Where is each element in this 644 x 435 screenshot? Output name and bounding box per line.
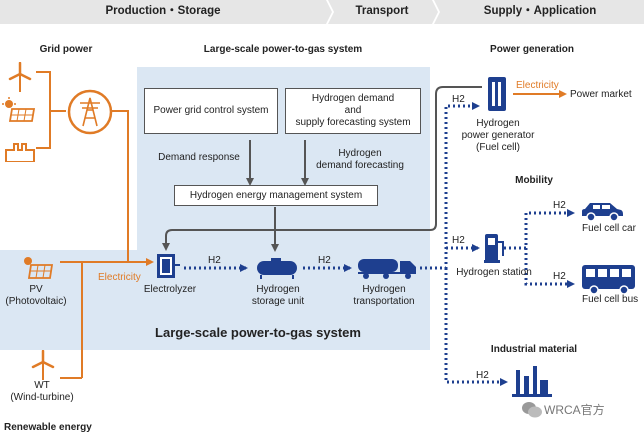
wt-label: WT (Wind-turbine) (10, 380, 74, 403)
renewable-panel (0, 250, 137, 350)
h2-label-generator: H2 (452, 94, 465, 105)
header-transport: Transport (355, 5, 409, 17)
electricity-label: Electricity (98, 272, 141, 283)
electricity-generator-label: Electricity (516, 80, 559, 91)
management-system-box: Hydrogen energy management system (174, 185, 378, 206)
management-system-label: Hydrogen energy management system (189, 189, 363, 201)
fuel-cell-car-icon (582, 203, 623, 222)
header-production-storage: Production・Storage (105, 5, 221, 17)
wind-turbine-icon (31, 350, 55, 380)
tanker-truck-icon (358, 259, 416, 279)
industrial-plant-icon (512, 366, 552, 397)
storage-tank-icon (257, 258, 297, 279)
renewable-energy-label: Renewable energy (4, 422, 92, 433)
power-market-label: Power market (570, 89, 632, 100)
transportation-label: Hydrogen transportation (353, 284, 415, 307)
header-supply-application: Supply・Application (483, 5, 597, 17)
hydrogen-station-icon (484, 234, 504, 263)
fuel-cell-bus-label: Fuel cell bus (582, 294, 639, 305)
system-title-top: Large-scale power-to-gas system (203, 44, 363, 55)
pv-panel-icon (24, 257, 54, 279)
factory-icon (5, 143, 35, 162)
forecasting-system-box: Hydrogen demand and supply forecasting s… (285, 88, 421, 134)
h2-label-bus: H2 (553, 271, 566, 282)
electrolyzer-icon (157, 254, 180, 278)
fuel-cell-car-label: Fuel cell car (582, 223, 636, 234)
power-grid-control-box: Power grid control system (144, 88, 278, 134)
storage-label: Hydrogen storage unit (251, 284, 305, 307)
power-generation-label: Power generation (490, 44, 574, 55)
h2-label-station: H2 (452, 235, 465, 246)
h2-label-transport: H2 (318, 255, 331, 266)
solar-panel-icon (2, 97, 36, 122)
pv-label: PV (Photovoltaic) (5, 284, 67, 307)
hydrogen-station-label: Hydrogen station (456, 267, 532, 278)
grid-power-label: Grid power (39, 44, 93, 55)
electrolyzer-label: Electrolyzer (143, 284, 197, 295)
power-grid-control-label: Power grid control system (153, 105, 269, 116)
watermark-label: WRCA官方 (544, 403, 605, 417)
system-title-bottom: Large-scale power-to-gas system (155, 325, 361, 340)
h2-label-storage: H2 (208, 255, 221, 266)
wind-turbine-icon (8, 62, 32, 92)
hydrogen-demand-forecasting-label: Hydrogen demand forecasting (316, 148, 404, 171)
generator-label: Hydrogen power generator (Fuel cell) (461, 118, 535, 153)
industrial-material-label: Industrial material (490, 344, 578, 355)
header-bar (0, 0, 644, 24)
mobility-label: Mobility (515, 175, 553, 186)
h2-label-industrial: H2 (476, 370, 489, 381)
fuel-cell-generator-icon (488, 77, 506, 111)
substation-icon (67, 89, 113, 135)
h2-label-car: H2 (553, 200, 566, 211)
demand-response-label: Demand response (158, 152, 240, 163)
fuel-cell-bus-icon (582, 265, 635, 294)
chat-logo-icon (522, 402, 542, 418)
forecasting-system-label: Hydrogen demand and supply forecasting s… (295, 93, 411, 128)
